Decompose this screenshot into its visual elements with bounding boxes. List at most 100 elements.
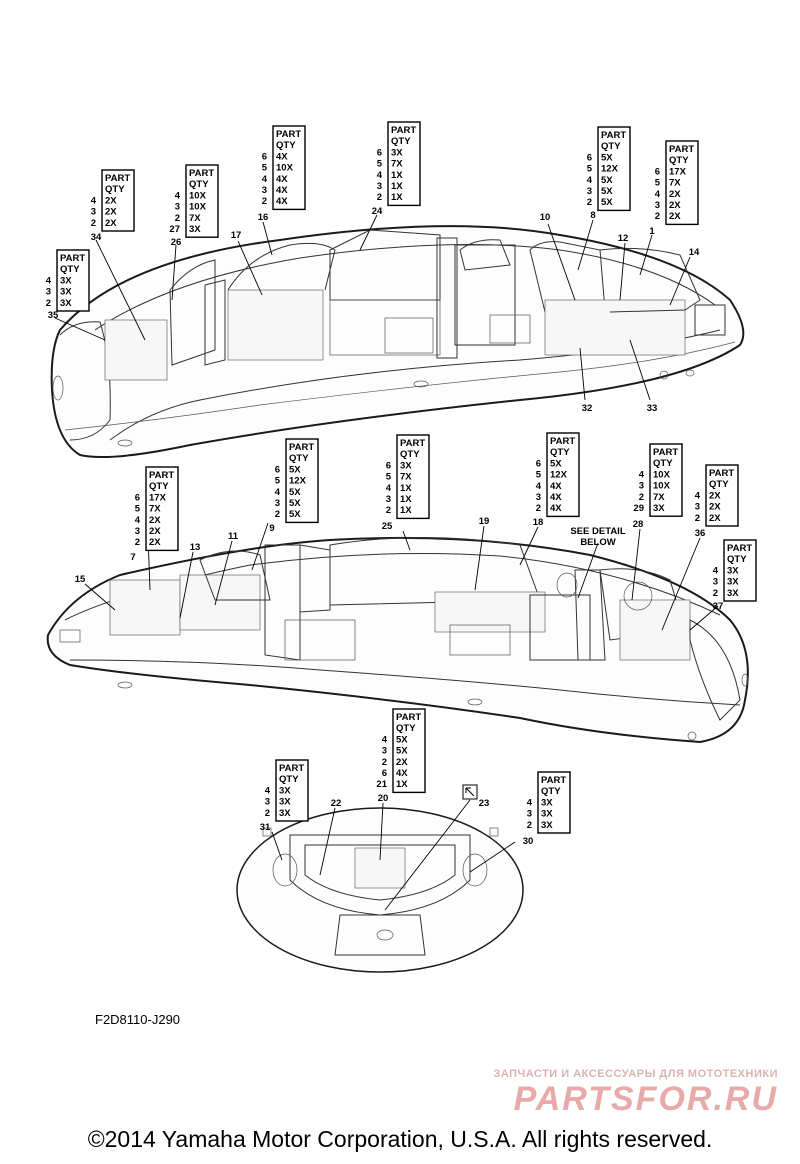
table-header-qty: QTY	[709, 479, 729, 490]
table-part-number: 4	[135, 515, 141, 526]
table-header-part: PART	[709, 468, 734, 479]
table-qty-value: 1X	[396, 779, 408, 790]
table-qty-value: 17X	[149, 492, 167, 503]
table-qty-value: 3X	[189, 224, 201, 235]
table-qty-value: 2X	[669, 189, 681, 200]
table-qty-value: 7X	[653, 492, 665, 503]
table-qty-value: 10X	[276, 163, 294, 174]
table-part-number: 4	[265, 785, 271, 796]
callout-28: 28	[633, 519, 644, 530]
parts-table-frame	[705, 464, 739, 527]
table-part-number: 6	[135, 492, 140, 503]
table-part-number: 2	[382, 757, 387, 768]
table-part-number: 3	[275, 498, 280, 509]
table-header-qty: QTY	[105, 184, 125, 195]
table-qty-value: 5X	[396, 734, 408, 745]
table-qty-value: 1X	[400, 505, 412, 516]
table-part-number: 5	[655, 178, 661, 189]
parts-table-frame	[275, 759, 309, 822]
table-qty-value: 5X	[289, 487, 301, 498]
table-part-number: 4	[382, 734, 388, 745]
callout-34: 34	[91, 232, 102, 243]
table-header-qty: QTY	[289, 453, 309, 464]
table-part-number: 4	[587, 175, 593, 186]
table-part-number: 4	[46, 275, 52, 286]
watermark-logo: PARTSFOR.RU	[513, 1080, 778, 1118]
callout-12: 12	[618, 233, 629, 244]
table-qty-value: 3X	[541, 820, 553, 831]
table-qty-value: 3X	[541, 809, 553, 820]
table-qty-value: 10X	[653, 481, 671, 492]
table-header-qty: QTY	[400, 449, 420, 460]
table-part-number: 4	[536, 481, 542, 492]
callout-13: 13	[190, 542, 201, 553]
table-header-qty: QTY	[276, 140, 296, 151]
table-qty-value: 4X	[276, 196, 288, 207]
table-header-part: PART	[396, 712, 421, 723]
table-qty-value: 5X	[289, 509, 301, 520]
table-header-part: PART	[400, 438, 425, 449]
table-part-number: 3	[377, 181, 382, 192]
table-header-part: PART	[276, 129, 301, 140]
table-part-number: 5	[135, 504, 141, 515]
table-qty-value: 12X	[289, 476, 307, 487]
table-header-qty: QTY	[396, 723, 416, 734]
callout-31: 31	[260, 822, 271, 833]
table-part-number: 6	[386, 460, 391, 471]
table-header-part: PART	[149, 470, 174, 481]
parts-table-frame	[272, 125, 306, 211]
table-qty-value: 2X	[396, 757, 408, 768]
table-part-number: 27	[169, 224, 180, 235]
table-qty-value: 4X	[396, 768, 408, 779]
table-qty-value: 1X	[400, 494, 412, 505]
callout-22: 22	[331, 798, 342, 809]
table-header-qty: QTY	[149, 481, 169, 492]
table-header-qty: QTY	[550, 447, 570, 458]
upper-hull-drawing	[50, 225, 745, 459]
table-part-number: 3	[46, 287, 51, 298]
table-part-number: 3	[265, 797, 270, 808]
table-header-part: PART	[727, 543, 752, 554]
table-qty-value: 2X	[105, 195, 117, 206]
callout-8: 8	[590, 210, 595, 221]
parts-table-frame	[56, 249, 90, 312]
table-qty-value: 12X	[550, 470, 568, 481]
table-qty-value: 2X	[105, 207, 117, 218]
table-part-number: 29	[633, 503, 644, 514]
table-part-number: 2	[713, 588, 718, 599]
callout-14: 14	[689, 247, 700, 258]
table-part-number: 4	[386, 483, 392, 494]
callout-33: 33	[647, 403, 658, 414]
table-part-number: 6	[587, 152, 592, 163]
table-qty-value: 3X	[279, 808, 291, 819]
table-qty-value: 7X	[669, 178, 681, 189]
see-detail-line1: SEE DETAIL	[570, 526, 625, 537]
table-qty-value: 3X	[391, 147, 403, 158]
table-part-number: 2	[527, 820, 532, 831]
table-qty-value: 3X	[400, 460, 412, 471]
see-detail-line2: BELOW	[580, 537, 615, 548]
parts-table-frame	[546, 432, 580, 518]
table-qty-value: 5X	[601, 197, 613, 208]
parts-table-frame	[396, 434, 430, 520]
table-part-number: 2	[91, 218, 96, 229]
table-qty-value: 2X	[709, 513, 721, 524]
table-qty-value: 1X	[391, 192, 403, 203]
callout-15: 15	[75, 574, 86, 585]
table-part-number: 3	[527, 809, 532, 820]
table-qty-value: 7X	[189, 213, 201, 224]
table-part-number: 2	[275, 509, 280, 520]
parts-table-frame	[723, 539, 757, 602]
table-header-qty: QTY	[60, 264, 80, 275]
table-header-qty: QTY	[189, 179, 209, 190]
table-part-number: 3	[175, 202, 180, 213]
